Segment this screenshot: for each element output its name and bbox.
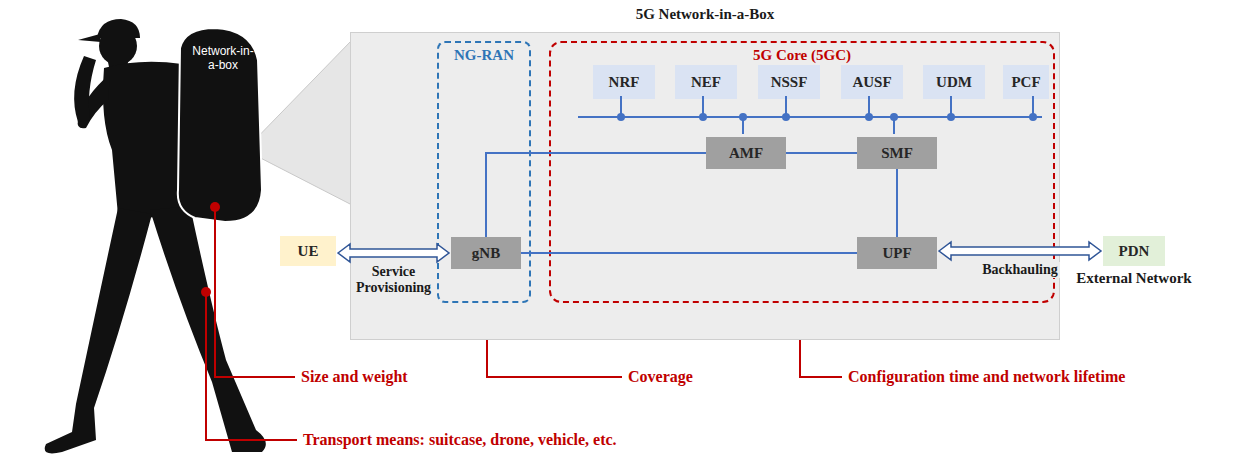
box-label: NSSF — [771, 74, 808, 91]
callout-text: Size and weight — [301, 367, 408, 386]
ran-region: NG-RAN gNB — [437, 41, 531, 303]
box-label: UDM — [936, 74, 972, 91]
edge-label: Service Provisioning — [353, 264, 435, 296]
box-label: NRF — [609, 74, 640, 91]
callout-text: Configuration time and network lifetime — [848, 367, 1125, 386]
box-label: AUSF — [852, 74, 891, 91]
person-silhouette — [45, 19, 266, 453]
device-box: UE — [280, 236, 336, 266]
network-box: PDNExternal Network — [1103, 236, 1165, 266]
function-box: UDM — [923, 65, 985, 99]
function-box: NRF — [593, 65, 655, 99]
function-box: AUSF — [841, 65, 903, 99]
function-box: NSSF — [758, 65, 820, 99]
edge-label: Backhauling — [980, 262, 1059, 278]
region-heading: NG-RAN — [439, 47, 529, 64]
box-label: NEF — [691, 74, 721, 91]
base-station-box: gNB — [451, 237, 521, 269]
box-label: AMF — [729, 145, 763, 162]
box-label: UE — [298, 243, 319, 260]
box-label: UPF — [882, 245, 911, 262]
box-label: Network-in-a-box — [190, 44, 256, 73]
region-heading: 5G Network-in-a-Box — [351, 6, 1059, 23]
box-caption: External Network — [1063, 270, 1205, 287]
core-region: 5G Core (5GC) NRF NEF NSSF AUSF UDM PCF AMF SMF U… — [549, 41, 1055, 303]
box-label: PDN — [1119, 243, 1150, 260]
network-box: 5G Network-in-a-BoxNG-RANgNB5G Core (5GC… — [350, 32, 1060, 340]
box-label: gNB — [472, 245, 500, 262]
region-heading: 5G Core (5GC) — [551, 47, 1053, 64]
function-box: SMF — [857, 137, 937, 169]
callout-text: Transport means: suitcase, drone, vehicl… — [303, 430, 617, 449]
box-label: PCF — [1011, 74, 1040, 91]
backpack — [178, 28, 262, 222]
callout-text: Coverage — [628, 367, 693, 386]
function-box: NEF — [675, 65, 737, 99]
function-box: PCF — [1003, 65, 1049, 99]
function-box: AMF — [706, 137, 786, 169]
function-box: UPF — [857, 237, 937, 269]
box-label: SMF — [881, 145, 913, 162]
